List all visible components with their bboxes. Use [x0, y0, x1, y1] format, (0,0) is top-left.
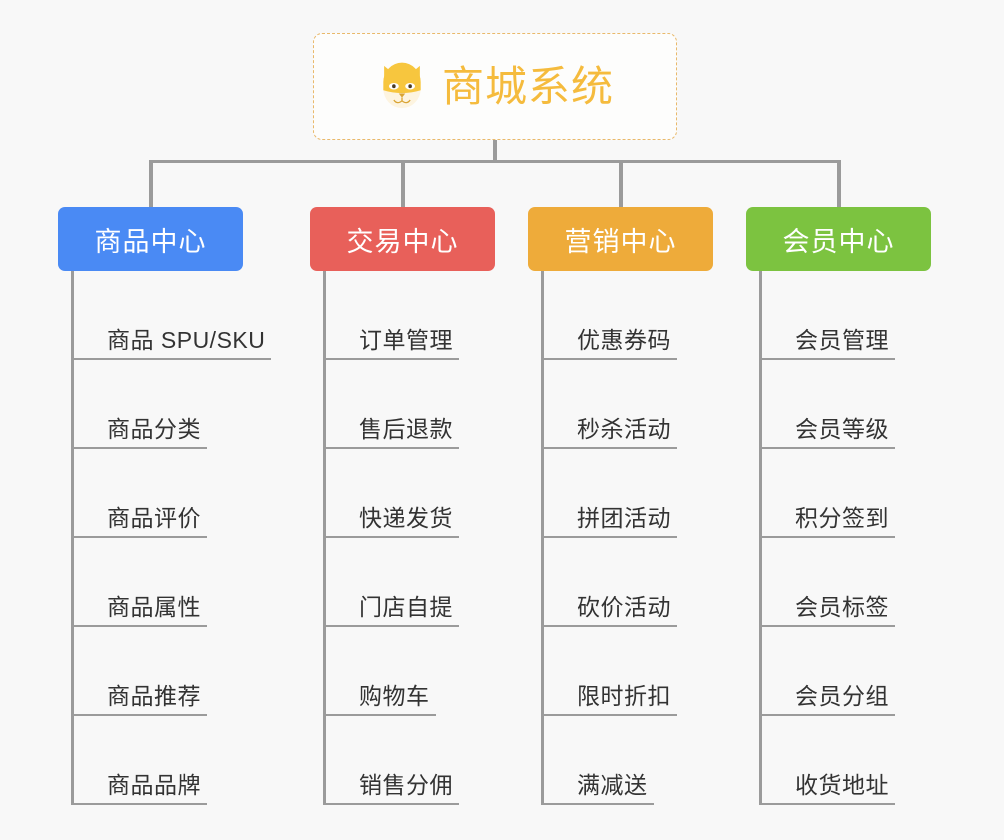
list-item-label: 商品属性	[107, 594, 201, 620]
list-item-underline	[74, 358, 271, 360]
list-item-label: 砍价活动	[577, 594, 671, 620]
branch-items-3: 优惠券码 秒杀活动 拼团活动 砍价活动 限时折扣 满减送	[541, 271, 713, 805]
list-item-label: 门店自提	[359, 594, 453, 620]
list-item-label: 会员标签	[795, 594, 889, 620]
list-item-label: 售后退款	[359, 416, 453, 442]
branch-items-2: 订单管理 售后退款 快递发货 门店自提 购物车 销售分佣	[323, 271, 495, 805]
list-item-underline	[326, 536, 459, 538]
list-item-underline	[326, 447, 459, 449]
branch-header-label: 交易中心	[346, 226, 459, 257]
list-item[interactable]: 商品推荐	[74, 627, 265, 716]
list-item-underline	[326, 803, 459, 805]
branch-header-1[interactable]: 商品中心	[58, 207, 243, 271]
branch-header-label: 会员中心	[782, 226, 895, 257]
root-title: 商城系统	[441, 62, 614, 110]
connector-drop-4	[837, 160, 841, 207]
list-item-underline	[762, 714, 895, 716]
list-item-underline	[544, 447, 677, 449]
branch-column-3: 营销中心 优惠券码 秒杀活动 拼团活动 砍价活动 限时折扣 满减送	[528, 207, 713, 805]
list-item-label: 秒杀活动	[577, 416, 671, 442]
branch-column-2: 交易中心 订单管理 售后退款 快递发货 门店自提 购物车 销售分佣	[310, 207, 495, 805]
connector-drop-2	[401, 160, 405, 207]
list-item-label: 商品评价	[107, 505, 201, 531]
list-item-label: 会员分组	[795, 683, 889, 709]
list-item-label: 限时折扣	[577, 683, 671, 709]
list-item-underline	[544, 625, 677, 627]
list-item[interactable]: 会员标签	[762, 538, 931, 627]
list-item-underline	[544, 803, 654, 805]
list-item[interactable]: 门店自提	[326, 538, 495, 627]
list-item-label: 商品推荐	[107, 683, 201, 709]
list-item-label: 购物车	[359, 683, 430, 709]
branch-items-4: 会员管理 会员等级 积分签到 会员标签 会员分组 收货地址	[759, 271, 931, 805]
list-item-label: 积分签到	[795, 505, 889, 531]
list-item-label: 商品品牌	[107, 772, 201, 798]
list-item[interactable]: 商品属性	[74, 538, 265, 627]
list-item[interactable]: 商品 SPU/SKU	[74, 271, 271, 360]
branch-header-label: 商品中心	[94, 226, 207, 257]
list-item-underline	[74, 803, 207, 805]
list-item[interactable]: 商品评价	[74, 449, 265, 538]
list-item-underline	[762, 536, 895, 538]
list-item-label: 会员等级	[795, 416, 889, 442]
list-item-underline	[762, 625, 895, 627]
list-item-underline	[74, 714, 207, 716]
branch-items-1: 商品 SPU/SKU 商品分类 商品评价 商品属性 商品推荐 商品品牌	[71, 271, 271, 805]
list-item[interactable]: 售后退款	[326, 360, 495, 449]
list-item-underline	[74, 625, 207, 627]
list-item-label: 满减送	[577, 772, 648, 798]
branch-header-label: 营销中心	[564, 226, 677, 257]
list-item[interactable]: 拼团活动	[544, 449, 713, 538]
list-item-underline	[326, 358, 459, 360]
list-item-underline	[326, 714, 436, 716]
shiba-dog-icon	[383, 62, 421, 108]
list-item-underline	[544, 536, 677, 538]
list-item-label: 商品分类	[107, 416, 201, 442]
list-item[interactable]: 商品品牌	[74, 716, 265, 805]
list-item[interactable]: 优惠券码	[544, 271, 713, 360]
list-item-label: 会员管理	[795, 327, 889, 353]
list-item-label: 优惠券码	[577, 327, 671, 353]
list-item[interactable]: 会员等级	[762, 360, 931, 449]
list-item-underline	[762, 803, 895, 805]
list-item[interactable]: 商品分类	[74, 360, 265, 449]
list-item-label: 商品 SPU/SKU	[107, 327, 266, 353]
list-item[interactable]: 会员管理	[762, 271, 931, 360]
connector-stem	[493, 140, 497, 163]
list-item[interactable]: 销售分佣	[326, 716, 495, 805]
list-item-underline	[74, 536, 207, 538]
connector-drop-1	[149, 160, 153, 207]
list-item-underline	[762, 358, 895, 360]
list-item-label: 拼团活动	[577, 505, 671, 531]
list-item[interactable]: 秒杀活动	[544, 360, 713, 449]
root-node[interactable]: 商城系统	[313, 33, 677, 140]
list-item[interactable]: 会员分组	[762, 627, 931, 716]
list-item[interactable]: 砍价活动	[544, 538, 713, 627]
branch-column-1: 商品中心 商品 SPU/SKU 商品分类 商品评价 商品属性 商品推荐 商品品牌	[58, 207, 271, 805]
list-item-label: 收货地址	[795, 772, 889, 798]
list-item[interactable]: 购物车	[326, 627, 495, 716]
list-item[interactable]: 收货地址	[762, 716, 931, 805]
list-item[interactable]: 订单管理	[326, 271, 495, 360]
branch-header-3[interactable]: 营销中心	[528, 207, 713, 271]
list-item-label: 销售分佣	[359, 772, 453, 798]
list-item-underline	[326, 625, 459, 627]
list-item[interactable]: 快递发货	[326, 449, 495, 538]
list-item-label: 订单管理	[359, 327, 453, 353]
list-item-underline	[762, 447, 895, 449]
list-item-label: 快递发货	[359, 505, 453, 531]
branch-column-4: 会员中心 会员管理 会员等级 积分签到 会员标签 会员分组 收货地址	[746, 207, 931, 805]
list-item[interactable]: 满减送	[544, 716, 713, 805]
connector-drop-3	[619, 160, 623, 207]
branch-header-2[interactable]: 交易中心	[310, 207, 495, 271]
list-item[interactable]: 积分签到	[762, 449, 931, 538]
branch-header-4[interactable]: 会员中心	[746, 207, 931, 271]
list-item[interactable]: 限时折扣	[544, 627, 713, 716]
list-item-underline	[74, 447, 207, 449]
connector-bus	[149, 160, 841, 163]
list-item-underline	[544, 714, 677, 716]
list-item-underline	[544, 358, 677, 360]
